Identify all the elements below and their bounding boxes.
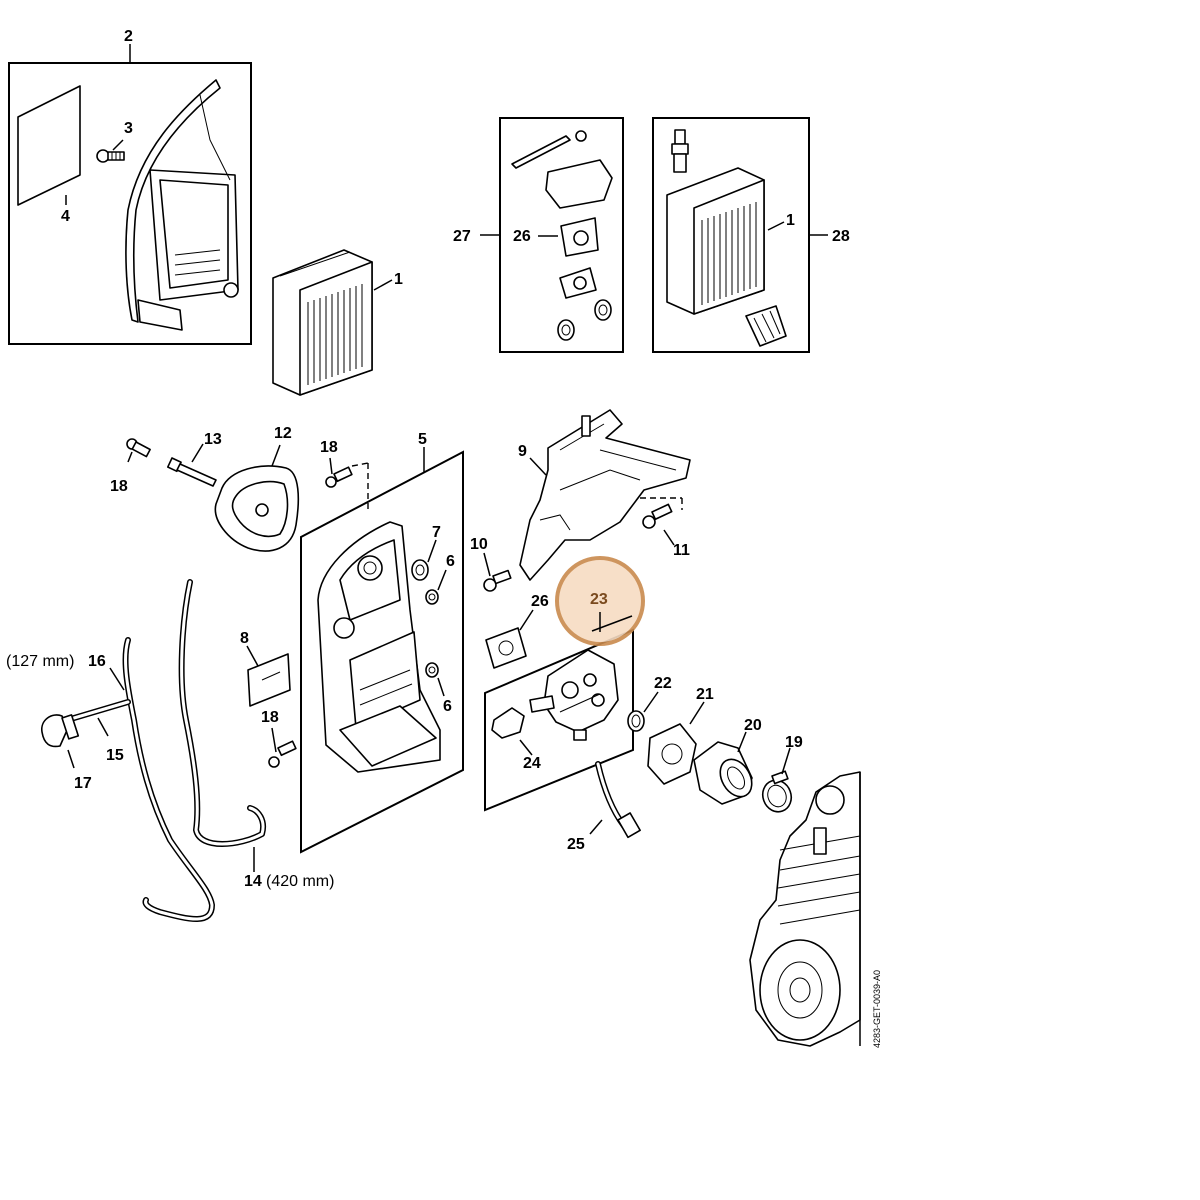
part-2-housing[interactable] <box>125 79 239 331</box>
label-22[interactable]: 22 <box>654 675 672 692</box>
box-23-frame <box>484 628 634 812</box>
part-14-hose[interactable] <box>178 579 266 847</box>
part-5-carburetor-box[interactable] <box>317 521 441 773</box>
part-4-sticker[interactable] <box>17 85 81 206</box>
label-1-a[interactable]: 1 <box>394 271 403 288</box>
label-5[interactable]: 5 <box>418 431 427 448</box>
part-22-ring[interactable] <box>627 710 645 732</box>
part-13-bolt[interactable] <box>166 457 217 487</box>
part-6-sleeve-b[interactable] <box>425 662 439 678</box>
part-8-plate[interactable] <box>247 653 291 707</box>
label-15[interactable]: 15 <box>106 747 124 764</box>
label-23[interactable]: 23 <box>590 591 608 608</box>
part-11-screw[interactable] <box>642 503 673 529</box>
label-2[interactable]: 2 <box>124 28 133 45</box>
part-24-cap[interactable] <box>491 707 525 739</box>
label-3[interactable]: 3 <box>124 120 133 137</box>
spark-plug[interactable] <box>671 129 689 173</box>
label-10[interactable]: 10 <box>470 536 488 553</box>
part-18-screw-c[interactable] <box>268 740 297 768</box>
part-6-sleeve-a[interactable] <box>425 589 439 605</box>
part-7-grommet[interactable] <box>411 559 429 581</box>
part-23-carburetor[interactable] <box>529 649 619 741</box>
label-27[interactable]: 27 <box>453 228 471 245</box>
label-28[interactable]: 28 <box>832 228 850 245</box>
label-18-b[interactable]: 18 <box>320 439 338 456</box>
label-26-b[interactable]: 26 <box>531 593 549 610</box>
part-12-cover[interactable] <box>214 465 300 552</box>
fuel-filter[interactable] <box>745 305 787 347</box>
part-17-primer-bulb[interactable] <box>41 714 80 748</box>
group-box-2: 2 4 3 <box>8 28 252 345</box>
label-16-length: (127 mm) <box>6 653 74 670</box>
group-box-5: 5 7 6 <box>300 431 464 854</box>
label-4[interactable]: 4 <box>61 208 70 225</box>
part-19-clamp[interactable] <box>758 770 795 816</box>
part-20-manifold[interactable] <box>693 741 758 805</box>
label-6-a[interactable]: 6 <box>446 553 455 570</box>
label-1-b[interactable]: 1 <box>786 212 795 229</box>
label-14[interactable]: 14 <box>244 873 262 890</box>
label-11[interactable]: 11 <box>673 542 690 559</box>
label-21[interactable]: 21 <box>696 686 714 703</box>
label-18-a[interactable]: 18 <box>110 478 128 495</box>
drawing-code: 4283-GET-0039-A0 <box>872 970 882 1048</box>
label-14-length: (420 mm) <box>266 873 334 890</box>
part-26-gasket[interactable] <box>485 627 527 669</box>
part-10-screw[interactable] <box>483 569 512 592</box>
part-18-screw-b[interactable] <box>325 466 353 488</box>
highlight-23[interactable]: 23 <box>555 556 645 646</box>
part-16-hose[interactable] <box>122 637 215 922</box>
part-18-screw-a[interactable] <box>126 438 151 458</box>
part-25-tube[interactable] <box>595 761 641 839</box>
label-24[interactable]: 24 <box>523 755 541 772</box>
label-12[interactable]: 12 <box>274 425 292 442</box>
label-18-c[interactable]: 18 <box>261 709 279 726</box>
label-20[interactable]: 20 <box>744 717 762 734</box>
label-6-b[interactable]: 6 <box>443 698 452 715</box>
label-13[interactable]: 13 <box>204 431 222 448</box>
label-7[interactable]: 7 <box>432 524 441 541</box>
part-1-air-filter-kit[interactable] <box>666 167 765 315</box>
part-21-flange[interactable] <box>647 723 697 785</box>
label-8[interactable]: 8 <box>240 630 249 647</box>
box-5-frame <box>300 450 464 854</box>
part-1-air-filter[interactable] <box>272 249 373 396</box>
label-19[interactable]: 19 <box>785 734 803 751</box>
part-3-screw[interactable] <box>96 149 125 163</box>
label-16[interactable]: 16 <box>88 653 106 670</box>
part-15-hose[interactable] <box>71 699 131 721</box>
group-box-27: 27 26 <box>453 117 624 353</box>
label-26-a[interactable]: 26 <box>513 228 531 245</box>
gasket-kit-parts <box>511 130 613 341</box>
part-9-handle[interactable] <box>519 409 691 581</box>
engine-partial <box>749 771 861 1047</box>
group-box-23: 24 <box>484 628 634 812</box>
label-17[interactable]: 17 <box>74 775 92 792</box>
label-25[interactable]: 25 <box>567 836 585 853</box>
group-box-28: 28 1 <box>652 117 850 353</box>
label-9[interactable]: 9 <box>518 443 527 460</box>
